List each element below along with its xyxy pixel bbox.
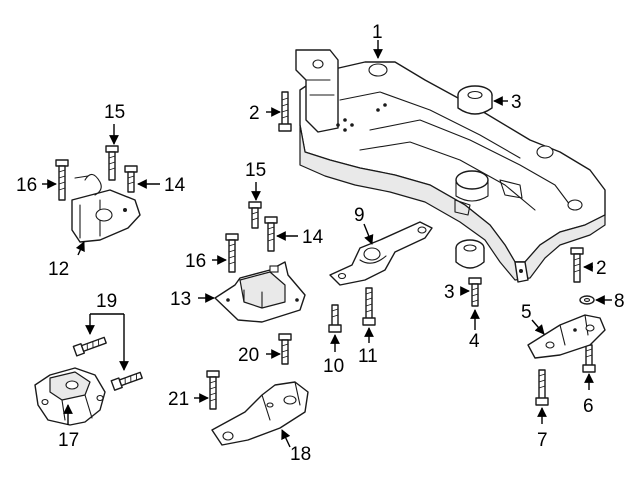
torque-rod-part-9[interactable] <box>329 221 433 286</box>
bolt-part-11[interactable] <box>362 287 376 326</box>
bolt-part-15-upper[interactable] <box>105 145 119 181</box>
bolt-part-20[interactable] <box>278 333 292 365</box>
callout-12: 12 <box>48 259 69 280</box>
callout-2-upper: 2 <box>249 103 260 124</box>
callout-3-upper: 3 <box>511 92 522 113</box>
callout-4: 4 <box>469 331 480 352</box>
callout-16-lower: 16 <box>185 251 206 272</box>
mount-bracket-part-18[interactable] <box>211 381 309 446</box>
bushing-part-lower[interactable] <box>455 239 485 269</box>
callout-14-upper: 14 <box>164 175 186 196</box>
callout-20: 20 <box>238 345 259 366</box>
callout-8: 8 <box>614 291 625 312</box>
bolt-part-19-left[interactable] <box>72 336 107 357</box>
transmission-mount-part-13[interactable] <box>214 261 306 323</box>
callout-18: 18 <box>290 444 311 465</box>
bolt-part-10[interactable] <box>328 304 342 333</box>
bracket-part-5[interactable] <box>527 314 606 359</box>
bolt-part-15-lower[interactable] <box>248 201 262 229</box>
bolt-part-7[interactable] <box>535 369 549 406</box>
callout-13: 13 <box>170 289 191 310</box>
bolt-part-21[interactable] <box>206 370 220 410</box>
bolt-part-14-upper[interactable] <box>124 165 138 193</box>
callout-labels: 1 2 2 3 3 4 5 6 7 8 9 10 11 12 13 14 14 … <box>16 22 625 465</box>
bolt-part-19-right[interactable] <box>110 371 143 391</box>
callout-15-lower: 15 <box>245 160 266 181</box>
bolt-part-14-lower[interactable] <box>264 216 278 252</box>
callout-19: 19 <box>96 291 117 312</box>
callout-2-lower: 2 <box>596 258 607 279</box>
callout-15-upper: 15 <box>104 102 125 123</box>
callout-17: 17 <box>58 430 79 451</box>
engine-mount-part-12[interactable] <box>71 173 141 243</box>
leader-lines <box>42 40 612 448</box>
callout-3-lower: 3 <box>444 282 455 303</box>
callout-10: 10 <box>323 356 344 377</box>
callout-14-lower: 14 <box>302 227 324 248</box>
callout-5: 5 <box>521 302 532 323</box>
bolt-part-16-lower[interactable] <box>225 233 239 273</box>
callout-16-upper: 16 <box>16 175 37 196</box>
bolt-part-2-lower[interactable] <box>570 247 584 283</box>
callout-7: 7 <box>537 430 548 451</box>
bolt-part-6[interactable] <box>582 344 596 373</box>
bolt-part-4[interactable] <box>468 277 482 307</box>
washer-part-8[interactable] <box>579 295 595 305</box>
callout-21: 21 <box>168 389 189 410</box>
callout-11: 11 <box>358 346 378 367</box>
callout-1: 1 <box>372 22 383 43</box>
callout-9: 9 <box>354 205 365 226</box>
transmission-mount-part-17[interactable] <box>34 367 106 426</box>
bolt-part-2-upper[interactable] <box>278 91 292 132</box>
bolt-part-16-upper[interactable] <box>55 159 69 201</box>
subframe-part[interactable] <box>295 49 606 283</box>
bushing-part-upper[interactable] <box>457 85 493 115</box>
callout-6: 6 <box>583 396 594 417</box>
